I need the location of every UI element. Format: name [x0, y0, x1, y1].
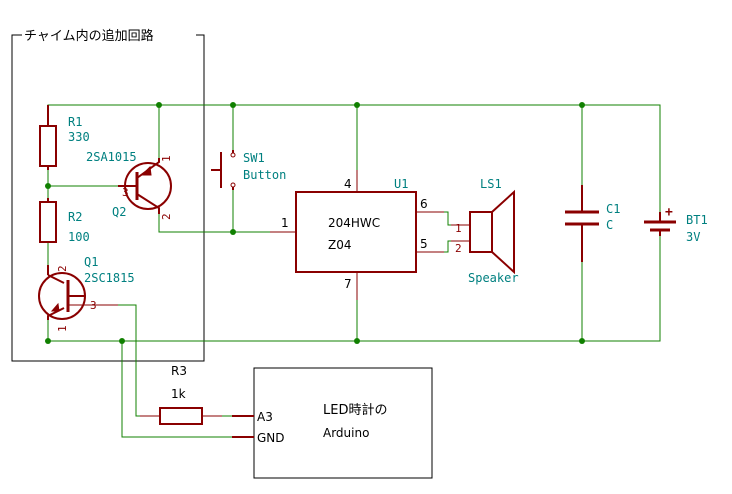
bt1-plus: +	[665, 205, 673, 220]
r3-value: 1k	[171, 387, 186, 401]
ic-u1: 1 4 7 6 5 204HWC Z04 U1	[270, 170, 444, 300]
u1-pin6: 6	[420, 197, 428, 211]
u1-pin4: 4	[344, 177, 352, 191]
junction-dot	[45, 338, 51, 344]
q1-value: 2SC1815	[84, 271, 135, 285]
q2-value: 2SA1015	[86, 150, 137, 164]
r1-value: 330	[68, 130, 90, 144]
resistor-r1: R1 330	[39, 105, 90, 170]
ls1-ref: LS1	[480, 177, 502, 191]
junction-dot	[230, 102, 236, 108]
q2-pin1: 1	[160, 155, 173, 162]
transistor-q2: 3 1 2 2SA1015 Q2	[86, 150, 173, 220]
resistor-r2: R2 100	[39, 198, 90, 244]
bt1-value: 3V	[686, 230, 700, 244]
r2-value: 100	[68, 230, 90, 244]
arduino-block: A3 GND LED時計の Arduino	[232, 367, 433, 479]
chime-group-frame: チャイム内の追加回路	[11, 28, 205, 362]
q2-ref: Q2	[112, 205, 126, 219]
u1-pin7: 7	[344, 277, 352, 291]
u1-line1: 204HWC	[328, 216, 380, 230]
u1-ref: U1	[394, 177, 408, 191]
ls1-pin1: 1	[455, 222, 462, 235]
u1-pin1: 1	[281, 216, 289, 230]
speaker-ls1: 1 2 LS1 Speaker	[451, 177, 519, 285]
junction-dot	[579, 102, 585, 108]
junctions	[45, 102, 585, 344]
q2-pin2: 2	[160, 213, 173, 220]
capacitor-c1: C1 C	[565, 185, 620, 262]
group-title: チャイム内の追加回路	[24, 28, 154, 44]
resistor-r3: R3 1k	[140, 364, 222, 425]
q1-pin1: 1	[56, 325, 69, 332]
ls1-value: Speaker	[468, 271, 519, 285]
junction-dot	[230, 229, 236, 235]
q1-ref: Q1	[84, 255, 98, 269]
junction-dot	[579, 338, 585, 344]
wires	[47, 104, 661, 438]
junction-dot	[156, 102, 162, 108]
ls1-pin2: 2	[455, 242, 462, 255]
bt1-ref: BT1	[686, 213, 708, 227]
switch-sw1: SW1 Button	[211, 150, 286, 190]
u1-line2: Z04	[328, 238, 352, 252]
q2-pin3: 3	[122, 186, 129, 199]
junction-dot	[119, 338, 125, 344]
junction-dot	[45, 183, 51, 189]
arduino-subtitle: Arduino	[323, 426, 369, 440]
sw1-ref: SW1	[243, 151, 265, 165]
transistor-q1: 3 2 1 Q1 2SC1815	[38, 255, 135, 332]
arduino-pin-a3: A3	[257, 410, 273, 424]
u1-pin5: 5	[420, 237, 428, 251]
r1-ref: R1	[68, 115, 82, 129]
arduino-title: LED時計の	[323, 402, 387, 418]
r3-ref: R3	[171, 364, 187, 378]
junction-dot	[354, 102, 360, 108]
q1-pin2: 2	[56, 265, 69, 272]
c1-ref: C1	[606, 202, 620, 216]
battery-bt1: + BT1 3V	[644, 205, 708, 244]
r2-ref: R2	[68, 210, 82, 224]
c1-value: C	[606, 218, 613, 232]
arduino-pin-gnd: GND	[257, 431, 285, 445]
sw1-value: Button	[243, 168, 286, 182]
junction-dot	[354, 338, 360, 344]
q1-pin3: 3	[90, 299, 97, 312]
